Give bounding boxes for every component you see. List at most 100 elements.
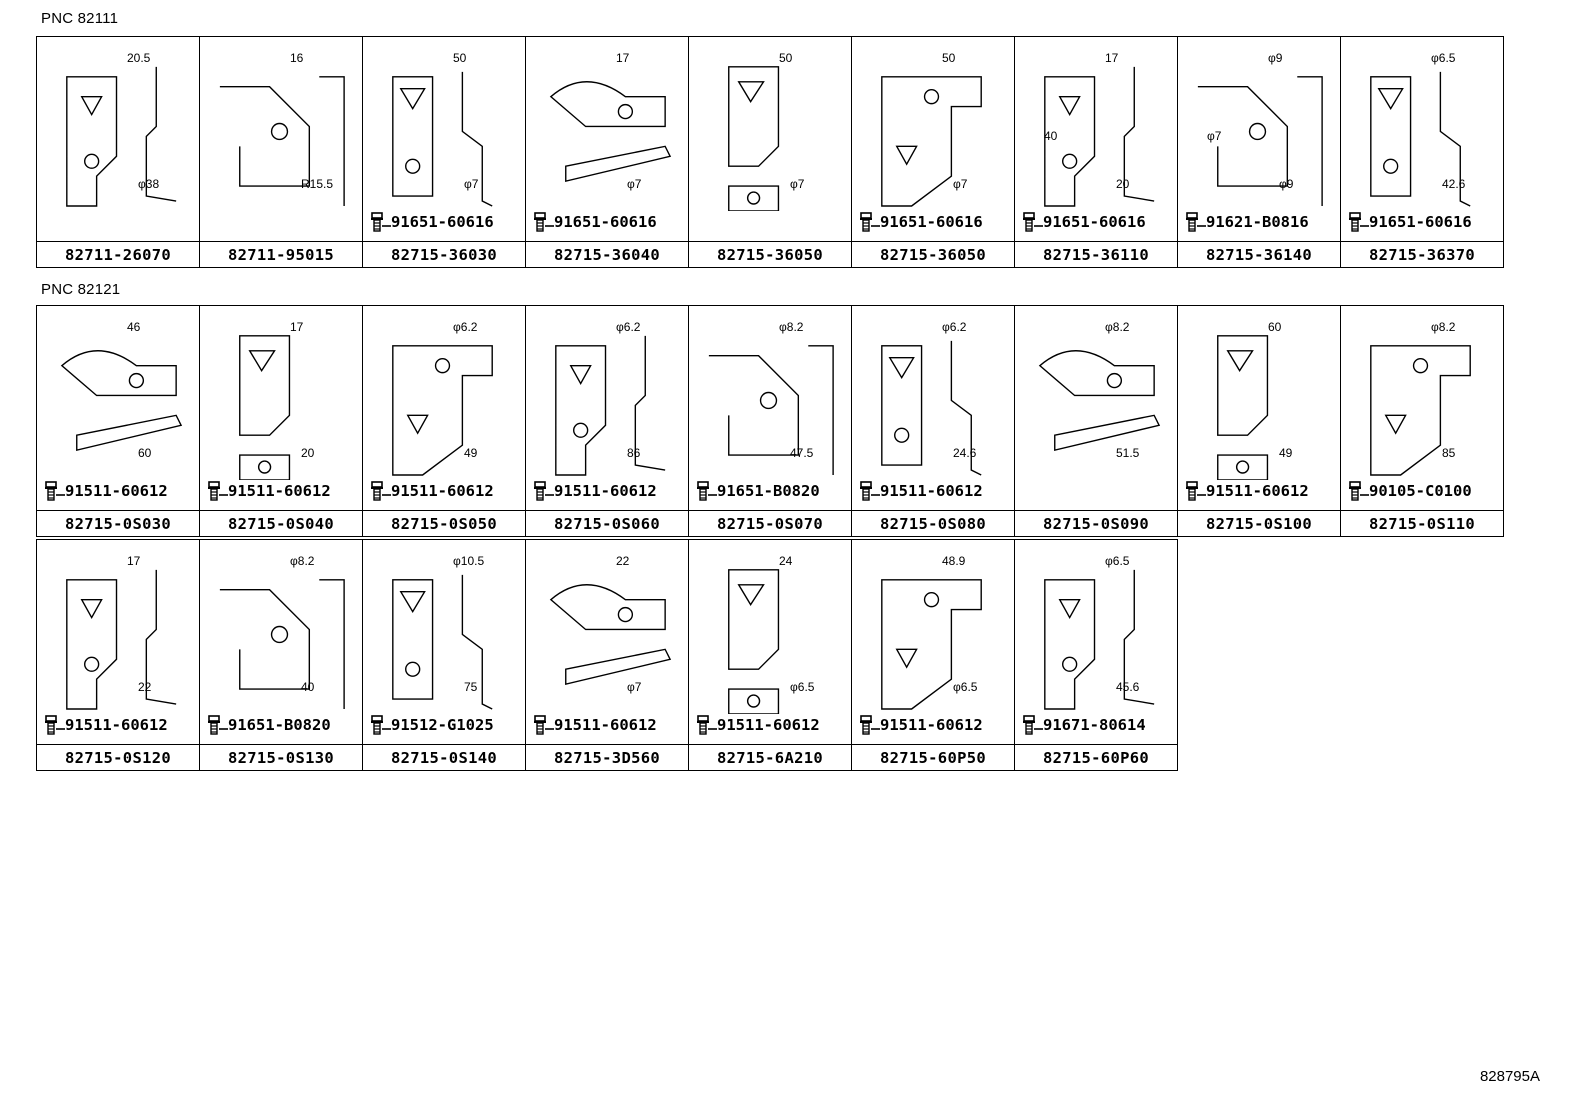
dimension-label: φ8.2 xyxy=(779,320,804,334)
part-number[interactable]: 82715-0S070 xyxy=(689,510,851,538)
bracket-drawing xyxy=(1038,350,1161,452)
part-number[interactable]: 82715-0S040 xyxy=(200,510,362,538)
bolt-part-number: 91511-60612 xyxy=(532,714,657,738)
dimension-label: 60 xyxy=(1268,320,1282,334)
bolt-icon xyxy=(371,715,391,735)
bolt-icon xyxy=(1349,212,1369,232)
dimension-label: φ7 xyxy=(1207,129,1222,143)
part-number[interactable]: 82715-36050 xyxy=(689,241,851,269)
dimension-label: 86 xyxy=(627,446,641,460)
dimension-label: 24.6 xyxy=(953,446,977,460)
bolt-number-text: 91511-60612 xyxy=(880,482,983,500)
bracket-drawing xyxy=(1044,66,1155,207)
part-number[interactable]: 82715-60P60 xyxy=(1015,744,1177,772)
dimension-label: 17 xyxy=(1105,51,1119,65)
bracket-drawing xyxy=(219,579,345,709)
dimension-label: R15.5 xyxy=(301,177,334,191)
dimension-label: 20 xyxy=(1116,177,1130,191)
bracket-drawing xyxy=(555,335,666,476)
part-number[interactable]: 82715-0S130 xyxy=(200,744,362,772)
part-number[interactable]: 82715-0S100 xyxy=(1178,510,1340,538)
part-number[interactable]: 82715-0S140 xyxy=(363,744,525,772)
part-number[interactable]: 82715-0S120 xyxy=(37,744,199,772)
bracket-drawing xyxy=(1370,345,1471,476)
dimension-label: φ6.5 xyxy=(1105,554,1130,568)
part-number[interactable]: 82711-26070 xyxy=(37,241,199,269)
part-number[interactable]: 82715-36040 xyxy=(526,241,688,269)
bolt-part-number: 91511-60612 xyxy=(206,480,331,504)
bracket-drawing xyxy=(549,81,672,183)
part-number[interactable]: 82715-0S060 xyxy=(526,510,688,538)
bolt-icon xyxy=(371,212,391,232)
bolt-part-number: 91671-80614 xyxy=(1021,714,1146,738)
part-number[interactable]: 82715-0S110 xyxy=(1341,510,1503,538)
dimension-label: φ7 xyxy=(627,680,642,694)
bolt-part-number: 91512-G1025 xyxy=(369,714,494,738)
dimension-label: 50 xyxy=(453,51,467,65)
dimension-label: 42.6 xyxy=(1442,177,1466,191)
part-number[interactable]: 82715-3D560 xyxy=(526,744,688,772)
bolt-part-number: 91651-60616 xyxy=(532,211,657,235)
bracket-drawing xyxy=(219,76,345,206)
part-number[interactable]: 82715-36140 xyxy=(1178,241,1340,269)
bolt-part-number: 91651-60616 xyxy=(1347,211,1472,235)
dimension-label: 60 xyxy=(138,446,152,460)
part-number[interactable]: 82715-36110 xyxy=(1015,241,1177,269)
part-number[interactable]: 82711-95015 xyxy=(200,241,362,269)
dimension-label: φ6.2 xyxy=(616,320,641,334)
bolt-icon xyxy=(534,212,554,232)
part-number[interactable]: 82715-0S030 xyxy=(37,510,199,538)
bracket-drawing xyxy=(708,345,834,475)
dimension-label: 17 xyxy=(127,554,141,568)
part-number[interactable]: 82715-36050 xyxy=(852,241,1014,269)
dimension-label: φ9 xyxy=(1279,177,1294,191)
part-number[interactable]: 82715-0S090 xyxy=(1015,510,1177,538)
bolt-number-text: 91651-B0820 xyxy=(717,482,820,500)
part-number[interactable]: 82715-60P50 xyxy=(852,744,1014,772)
part-number[interactable]: 82715-36030 xyxy=(363,241,525,269)
bolt-icon xyxy=(1186,481,1206,501)
part-number[interactable]: 82715-0S080 xyxy=(852,510,1014,538)
bolt-number-text: 91511-60612 xyxy=(228,482,331,500)
dimension-label: φ8.2 xyxy=(1105,320,1130,334)
bolt-number-text: 91651-60616 xyxy=(1369,213,1472,231)
part-number[interactable]: 82715-36370 xyxy=(1341,241,1503,269)
bolt-part-number: 91651-B0820 xyxy=(206,714,331,738)
bolt-icon xyxy=(1186,212,1206,232)
bolt-icon xyxy=(860,212,880,232)
part-number[interactable]: 82715-6A210 xyxy=(689,744,851,772)
bolt-icon xyxy=(697,481,717,501)
bracket-drawing xyxy=(881,76,982,207)
dimension-label: φ7 xyxy=(464,177,479,191)
bolt-number-text: 91511-60612 xyxy=(880,716,983,734)
bracket-drawing xyxy=(728,66,780,211)
part-number[interactable]: 82715-0S050 xyxy=(363,510,525,538)
dimension-label: φ8.2 xyxy=(1431,320,1456,334)
bolt-icon xyxy=(697,715,717,735)
